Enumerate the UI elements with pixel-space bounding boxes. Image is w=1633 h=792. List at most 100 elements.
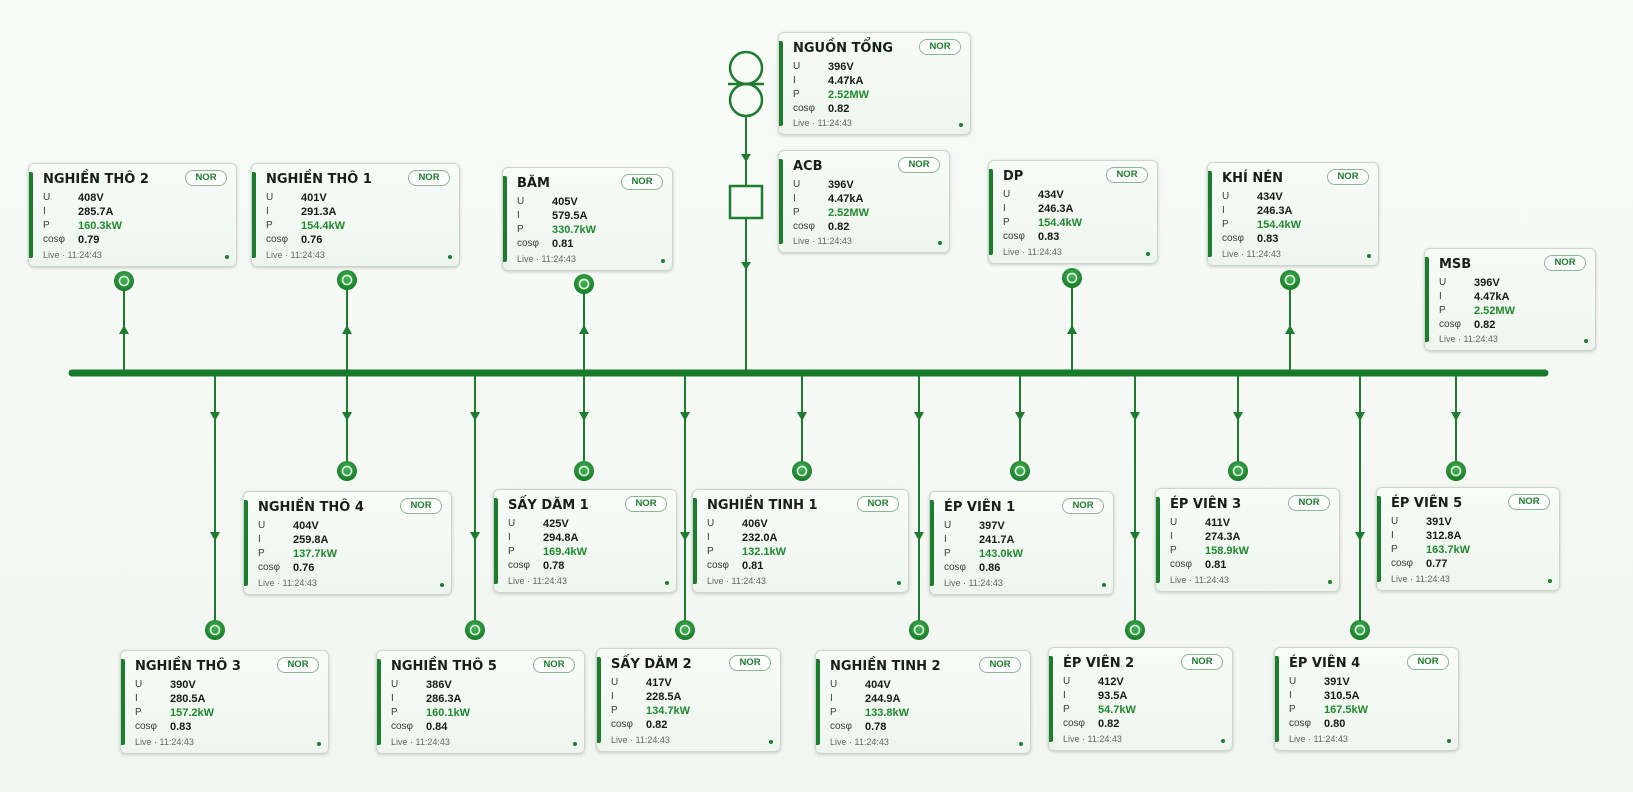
live-timestamp: Live · 11:24:43 xyxy=(830,737,889,747)
feeder-node-icon[interactable] xyxy=(205,620,225,640)
voltage-label: U xyxy=(258,520,266,531)
power-value: 154.4kW xyxy=(1038,217,1083,229)
power-label: P xyxy=(1222,219,1229,230)
power-factor-label: cosφ xyxy=(391,721,414,732)
power-factor-value: 0.81 xyxy=(742,560,764,572)
feeder-node-icon[interactable] xyxy=(1350,620,1370,640)
feeder-node-icon[interactable] xyxy=(574,274,594,294)
voltage-value: 412V xyxy=(1098,676,1124,688)
flow-arrow-icon xyxy=(1130,412,1140,421)
power-factor-value: 0.82 xyxy=(1474,319,1496,331)
flow-arrow-icon xyxy=(470,412,480,421)
feeder-node-icon[interactable] xyxy=(465,620,485,640)
current-label: I xyxy=(707,532,710,543)
feeder-node-icon[interactable] xyxy=(1125,620,1145,640)
live-indicator-icon xyxy=(1328,580,1332,584)
breaker-symbol-icon xyxy=(728,184,764,220)
power-label: P xyxy=(793,207,800,218)
voltage-label: U xyxy=(266,192,274,203)
flow-arrow-icon xyxy=(210,532,220,541)
flow-arrow-icon xyxy=(210,412,220,421)
feeder-node-icon[interactable] xyxy=(337,461,357,481)
live-indicator-icon xyxy=(448,255,452,259)
card-title: ÉP VIÊN 1 xyxy=(944,500,1016,515)
voltage-value: 396V xyxy=(828,61,854,73)
feeder-node-icon[interactable] xyxy=(909,620,929,640)
flow-arrow-icon xyxy=(1355,412,1365,421)
power-value: 154.4kW xyxy=(301,220,346,232)
feeder-node-icon[interactable] xyxy=(675,620,695,640)
feeder-node-icon[interactable] xyxy=(1062,268,1082,288)
flow-arrow-icon xyxy=(1285,325,1295,334)
lower-feeders-bottom xyxy=(205,376,1370,640)
power-label: P xyxy=(1170,545,1177,556)
voltage-label: U xyxy=(830,679,838,690)
status-badge: NOR xyxy=(1508,494,1550,510)
card-accent-bar xyxy=(816,659,820,745)
power-value: 137.7kW xyxy=(293,548,338,560)
upper-feeders xyxy=(114,268,1300,370)
card-title: ÉP VIÊN 5 xyxy=(1391,496,1463,511)
flow-arrow-icon xyxy=(741,262,751,270)
voltage-label: U xyxy=(1170,517,1178,528)
voltage-label: U xyxy=(135,679,143,690)
feeder-node-icon[interactable] xyxy=(337,270,357,290)
status-badge: NOR xyxy=(533,657,575,673)
card-title: ÉP VIÊN 3 xyxy=(1170,497,1242,512)
voltage-label: U xyxy=(391,679,399,690)
voltage-value: 406V xyxy=(742,518,768,530)
feeder-node-icon[interactable] xyxy=(1446,461,1466,481)
power-value: 2.52MW xyxy=(828,89,869,101)
current-value: 274.3A xyxy=(1205,531,1241,543)
feeder-node-icon[interactable] xyxy=(114,271,134,291)
power-factor-value: 0.83 xyxy=(1257,233,1279,245)
feeder-node-icon[interactable] xyxy=(1280,270,1300,290)
feeder-node-icon[interactable] xyxy=(1010,461,1030,481)
voltage-value: 408V xyxy=(78,192,104,204)
feeder-nghien-tho-3 xyxy=(205,376,225,640)
current-label: I xyxy=(1222,205,1225,216)
power-factor-label: cosφ xyxy=(944,562,967,573)
live-indicator-icon xyxy=(1146,252,1150,256)
card-accent-bar xyxy=(1208,171,1212,257)
card-accent-bar xyxy=(930,500,934,586)
feeder-node-icon[interactable] xyxy=(792,461,812,481)
power-factor-label: cosφ xyxy=(1289,718,1312,729)
voltage-value: 434V xyxy=(1257,191,1283,203)
card-title: KHÍ NÉN xyxy=(1222,171,1283,186)
current-label: I xyxy=(830,693,833,704)
feeder-bam xyxy=(574,274,594,370)
current-label: I xyxy=(793,75,796,86)
feeder-node-icon[interactable] xyxy=(1228,461,1248,481)
flow-arrow-icon xyxy=(119,325,129,334)
power-label: P xyxy=(1439,305,1446,316)
power-factor-label: cosφ xyxy=(1003,231,1026,242)
live-timestamp: Live · 11:24:43 xyxy=(517,254,576,264)
status-badge: NOR xyxy=(1106,167,1148,183)
flow-arrow-icon xyxy=(1451,412,1461,421)
status-badge: NOR xyxy=(1327,169,1369,185)
feeder-ep-vien-5 xyxy=(1446,376,1466,481)
feeder-ep-vien-2 xyxy=(1125,376,1145,640)
feeder-node-icon[interactable] xyxy=(574,461,594,481)
